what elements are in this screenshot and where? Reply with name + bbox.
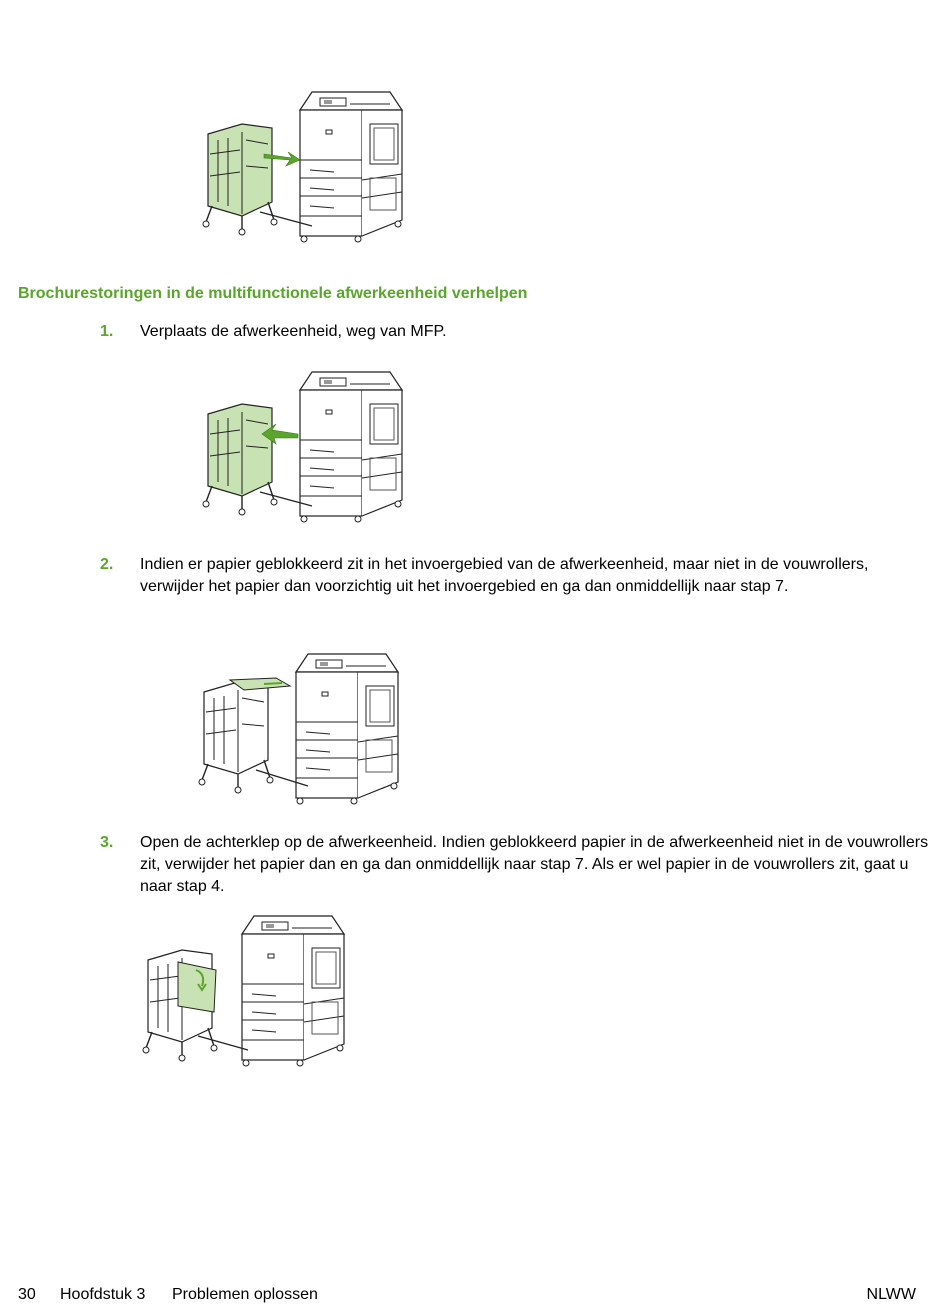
figure-remove-paper-entry	[190, 650, 405, 815]
step-number: 1.	[100, 323, 114, 340]
locale-code: NLWW	[866, 1286, 916, 1303]
step-text: Verplaats de afwerkeenheid, weg van MFP.	[140, 323, 447, 340]
chapter-title: Problemen oplossen	[172, 1286, 318, 1303]
step-number: 2.	[100, 556, 114, 573]
step-text: Open de achterklep op de afwerkeenheid. …	[140, 834, 929, 895]
step-number: 3.	[100, 834, 114, 851]
figure-open-rear-door	[138, 912, 353, 1077]
figure-move-finisher-away	[200, 368, 415, 533]
step-text: Indien er papier geblokkeerd zit in het …	[140, 556, 869, 595]
page-number: 30	[18, 1286, 36, 1303]
figure-finisher-detached	[200, 88, 415, 253]
chapter-label: Hoofdstuk 3	[60, 1286, 146, 1303]
section-heading: Brochurestoringen in de multifunctionele…	[18, 285, 528, 302]
